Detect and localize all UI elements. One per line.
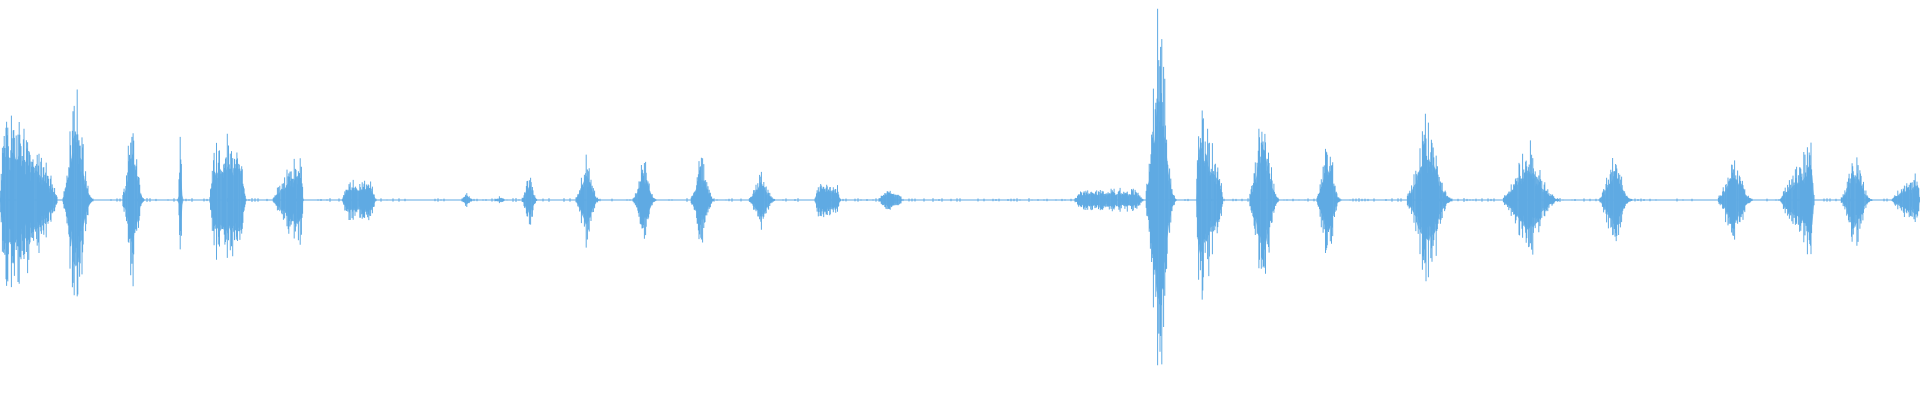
waveform-segments xyxy=(0,8,1920,366)
waveform-segment-envelope xyxy=(1891,185,1920,215)
waveform-segment-envelope xyxy=(0,150,58,250)
waveform-segment-envelope xyxy=(272,175,304,225)
waveform-segment-envelope xyxy=(522,185,538,215)
waveform-segment-envelope xyxy=(1841,174,1872,226)
waveform-segment-envelope xyxy=(1407,159,1452,241)
waveform-segment-envelope xyxy=(1196,144,1223,256)
waveform-segment-envelope xyxy=(122,153,144,247)
waveform-segment-envelope xyxy=(1317,166,1341,234)
waveform-segment-envelope xyxy=(1599,175,1632,225)
waveform-noise-floor xyxy=(0,198,1915,202)
waveform-segment-envelope xyxy=(1718,177,1753,223)
waveform-segment-envelope xyxy=(748,185,776,215)
waveform-segment-envelope xyxy=(1146,99,1175,301)
waveform-segment-envelope xyxy=(1073,193,1145,207)
waveform-segment-envelope xyxy=(1503,170,1559,230)
waveform-segment-envelope xyxy=(1249,147,1279,253)
waveform-segment-envelope xyxy=(341,189,377,211)
waveform-segment-envelope xyxy=(691,179,715,221)
waveform-segment-envelope xyxy=(460,195,475,205)
